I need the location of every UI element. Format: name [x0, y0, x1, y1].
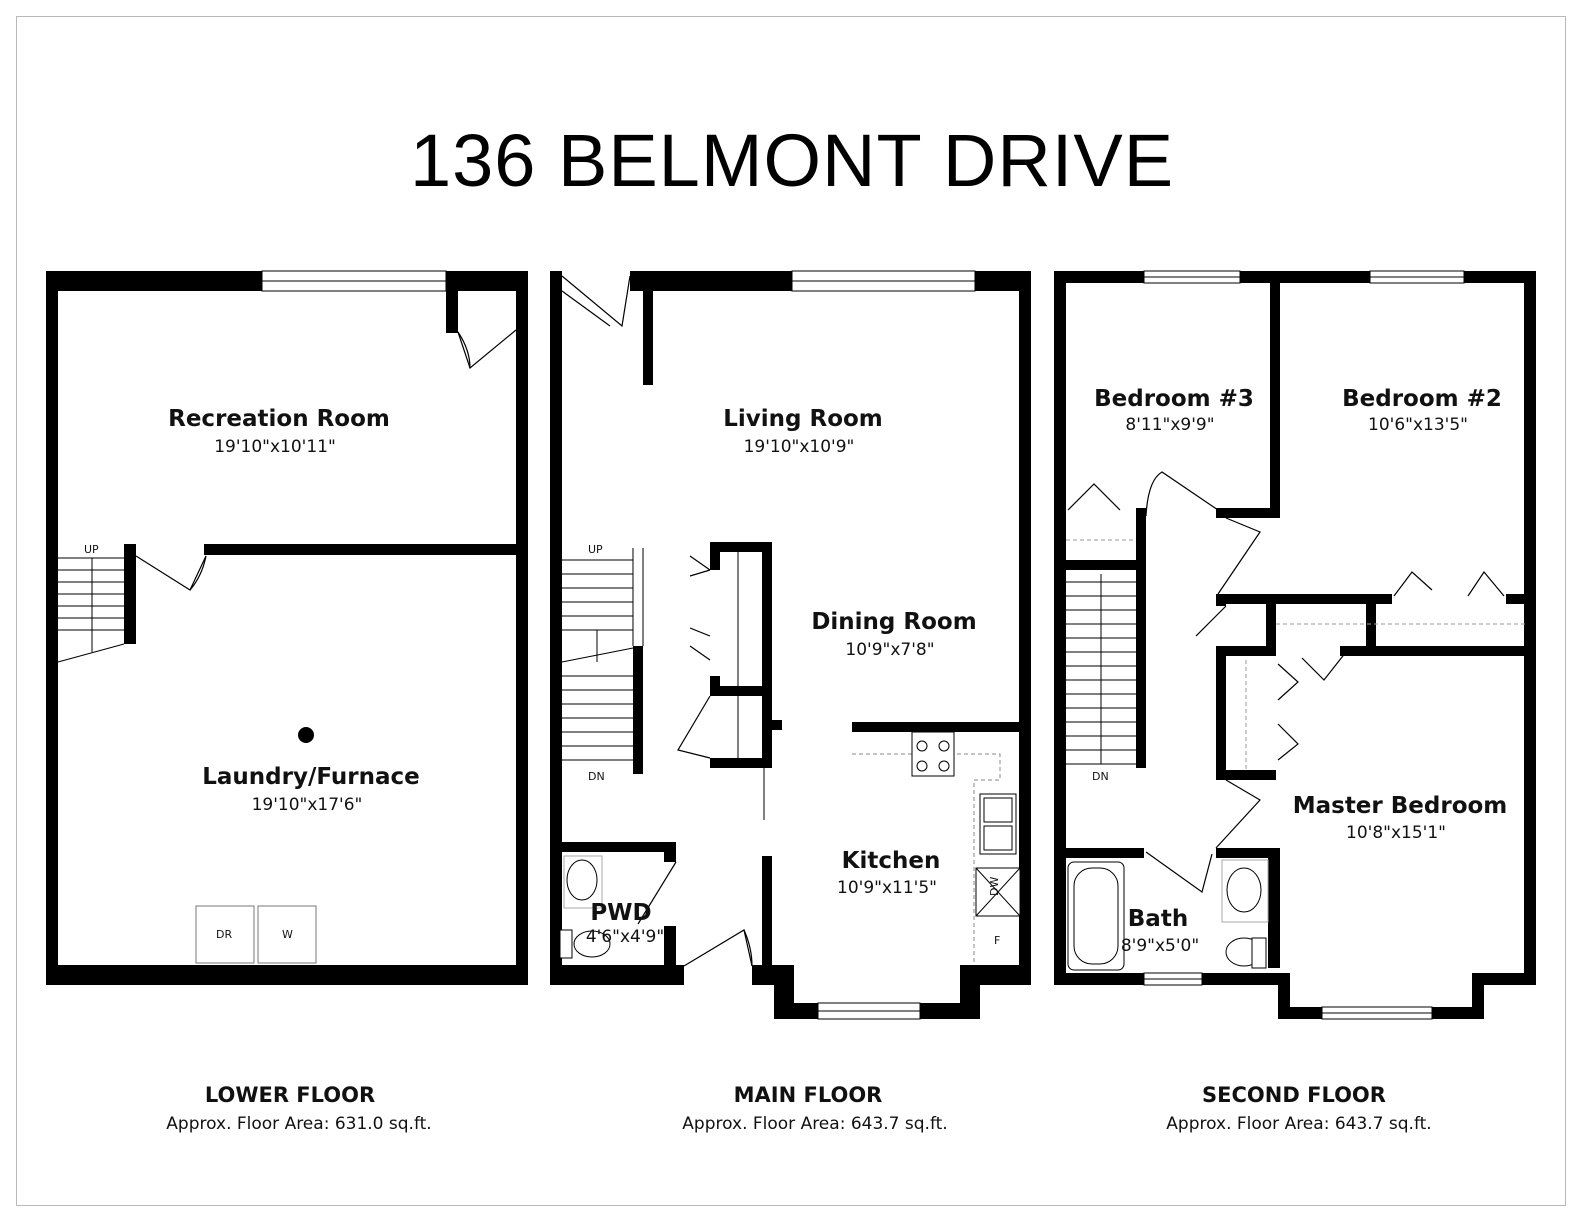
main-floor-plan: UP DN F DW Living Room 19'10"x10'9" — [550, 270, 1031, 1020]
washer-appliance — [257, 905, 317, 964]
living-room-name: Living Room — [723, 406, 883, 432]
powder-room-fixtures — [559, 855, 611, 959]
lower-floor-area: Approx. Floor Area: 631.0 sq.ft. — [166, 1114, 432, 1134]
second-stairs-dn-label: DN — [1092, 770, 1109, 783]
lower-window — [261, 270, 447, 292]
recreation-room-dim: 19'10"x10'11" — [214, 437, 336, 457]
kitchen-appliances — [911, 731, 1021, 917]
second-floor-walls — [1054, 271, 1536, 1019]
kitchen-dim: 10'9"x11'5" — [837, 878, 937, 898]
dining-room-dim: 10'9"x7'8" — [845, 640, 934, 660]
main-stairs-up-label: UP — [588, 543, 603, 556]
second-floor-caption: SECOND FLOOR — [1202, 1083, 1386, 1107]
main-floor-caption: MAIN FLOOR — [733, 1083, 883, 1107]
second-stairs — [1066, 574, 1136, 765]
main-floor-walls — [550, 271, 1031, 1019]
main-closet-lines — [737, 552, 765, 820]
main-door-swings — [561, 275, 753, 967]
main-floor-area: Approx. Floor Area: 643.7 sq.ft. — [682, 1114, 948, 1134]
second-closet-lines — [1066, 539, 1526, 770]
recreation-room-name: Recreation Room — [168, 406, 390, 432]
powder-room-dim: 4'6"x4'9" — [586, 927, 664, 947]
bath-fixtures — [1067, 859, 1269, 971]
laundry-room-dim: 19'10"x17'6" — [252, 795, 363, 815]
page-frame — [16, 16, 1566, 1206]
dryer-label: DR — [216, 928, 232, 941]
master-bedroom-name: Master Bedroom — [1293, 793, 1508, 819]
lower-floor-walls — [46, 271, 528, 985]
second-floor-area: Approx. Floor Area: 643.7 sq.ft. — [1166, 1114, 1432, 1134]
second-windows — [1143, 270, 1465, 1020]
bath-dim: 8'9"x5'0" — [1121, 936, 1199, 956]
main-stairs-dn-label: DN — [588, 770, 605, 783]
property-title: 136 BELMONT DRIVE — [409, 119, 1175, 202]
second-door-swings — [1067, 471, 1505, 893]
lower-floor-caption: LOWER FLOOR — [204, 1083, 376, 1107]
second-floor-plan: DN Bedroom #3 8'11"x9'9" Bedroom #2 10'6… — [1054, 270, 1536, 1020]
bedroom-3-dim: 8'11"x9'9" — [1125, 415, 1214, 435]
dining-room-name: Dining Room — [811, 609, 976, 635]
dishwasher-label: DW — [988, 877, 1001, 896]
furnace-symbol — [298, 727, 314, 743]
dryer-appliance — [195, 905, 255, 964]
lower-stairs-up-label: UP — [84, 543, 99, 556]
main-windows — [791, 270, 976, 1020]
fridge-label: F — [994, 934, 1000, 947]
living-room-dim: 19'10"x10'9" — [744, 437, 855, 457]
kitchen-name: Kitchen — [842, 848, 941, 874]
main-stairs — [561, 548, 644, 761]
laundry-room-name: Laundry/Furnace — [202, 764, 420, 790]
powder-room-name: PWD — [590, 900, 651, 926]
bedroom-3-name: Bedroom #3 — [1094, 386, 1254, 412]
lower-floor-plan: UP DR W Recreation Room 19'10"x10'11" La… — [46, 270, 528, 985]
washer-label: W — [282, 928, 293, 941]
bedroom-2-dim: 10'6"x13'5" — [1368, 415, 1468, 435]
master-bedroom-dim: 10'8"x15'1" — [1346, 823, 1446, 843]
bedroom-2-name: Bedroom #2 — [1342, 386, 1502, 412]
lower-door-swings — [135, 329, 517, 591]
bath-name: Bath — [1128, 906, 1188, 932]
lower-stairs — [57, 557, 125, 663]
